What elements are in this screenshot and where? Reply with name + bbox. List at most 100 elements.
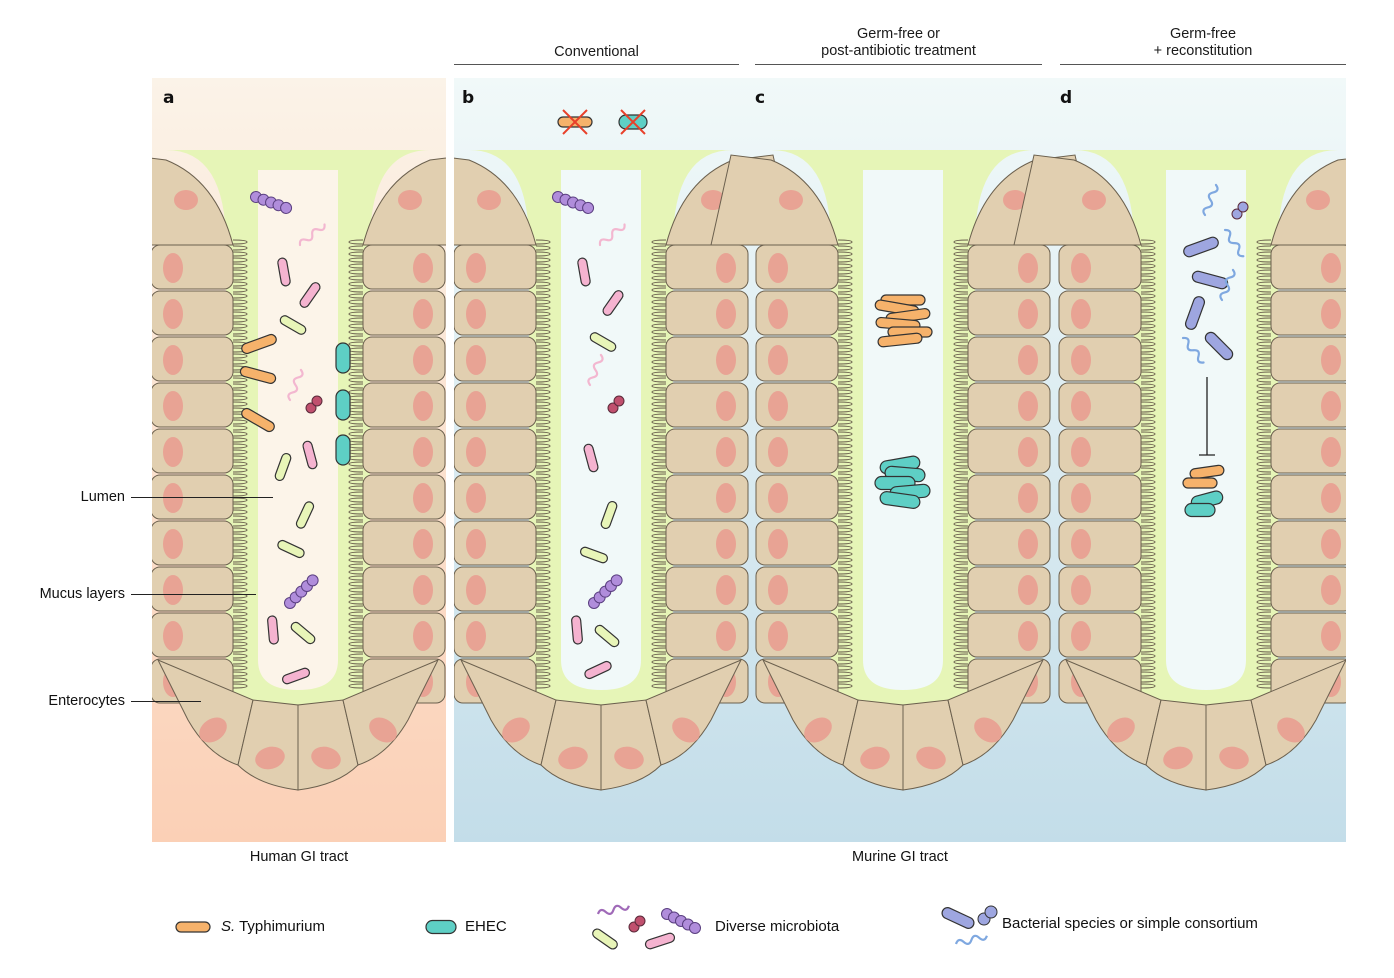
nucleus <box>716 437 736 467</box>
green-rod <box>277 539 305 559</box>
header-germ-free: Germ-free or post-antibiotic treatment <box>755 26 1042 60</box>
legend-label-salmonella-species: Typhimurium <box>235 918 325 935</box>
ehec-rod <box>335 434 351 466</box>
callout-mucus: Mucus layers <box>39 586 125 602</box>
diplococci <box>311 395 323 407</box>
legend-label-diverse: Diverse microbiota <box>715 918 840 935</box>
spirochete <box>287 368 304 402</box>
pink-rod <box>281 667 311 685</box>
streptococci <box>250 191 293 214</box>
salmonella-cluster-rod <box>877 332 923 348</box>
nucleus <box>974 717 1002 743</box>
enterocyte <box>947 659 1045 766</box>
human-crypt <box>152 150 446 791</box>
nucleus <box>1321 391 1341 421</box>
header-rule-conventional <box>454 64 739 65</box>
header-germ-free-line1: Germ-free or <box>857 26 940 42</box>
inhibition-arrow-icon <box>1199 377 1215 456</box>
legend-label-consortium: Bacterial species or simple consortium <box>1002 915 1258 932</box>
nucleus <box>1321 575 1341 605</box>
nucleus <box>558 746 588 770</box>
nucleus <box>413 345 433 375</box>
streptococci <box>588 574 623 609</box>
salmonella-rod <box>1182 477 1218 489</box>
nucleus <box>163 529 183 559</box>
consortium-spirochete <box>1219 268 1236 302</box>
lumen <box>863 170 943 690</box>
callout-lumen-line <box>131 497 273 498</box>
header-germ-free-line2: post-antibiotic treatment <box>821 43 976 59</box>
nucleus <box>768 575 788 605</box>
diplococci <box>613 395 625 407</box>
coccus <box>582 201 595 214</box>
nucleus <box>716 299 736 329</box>
pink-rod <box>277 257 291 287</box>
legend-ehec-icon <box>425 919 457 935</box>
green-rod <box>279 315 307 335</box>
nucleus <box>1321 529 1341 559</box>
header-rule-germ-free <box>755 64 1042 65</box>
nucleus <box>768 529 788 559</box>
nucleus <box>466 299 486 329</box>
diplococci <box>305 402 317 414</box>
callout-mucus-line <box>131 594 256 595</box>
microvilli <box>1256 239 1272 689</box>
nucleus <box>163 437 183 467</box>
header-conventional: Conventional <box>554 44 639 60</box>
nucleus <box>1018 345 1038 375</box>
nucleus <box>413 621 433 651</box>
legend-salmonella-icon <box>175 921 211 933</box>
coccus <box>306 574 319 587</box>
nucleus <box>1071 437 1091 467</box>
salmonella-rod <box>239 366 277 384</box>
microvilli <box>953 239 969 689</box>
pink-rod <box>267 615 279 645</box>
nucleus <box>1018 391 1038 421</box>
streptococci <box>284 574 319 609</box>
consortium-spirochete <box>1202 183 1219 217</box>
spirochete <box>298 223 326 247</box>
nucleus <box>1018 437 1038 467</box>
nucleus <box>1071 621 1091 651</box>
nucleus <box>716 621 736 651</box>
nucleus <box>163 253 183 283</box>
crypt-reconstitution <box>1013 150 1346 791</box>
legend-consortium-spirochete-icon <box>954 934 988 945</box>
nucleus <box>768 483 788 513</box>
pink-rod <box>577 257 591 287</box>
nucleus <box>163 621 183 651</box>
nucleus <box>1071 529 1091 559</box>
legend-label-salmonella: S. Typhimurium <box>221 918 325 935</box>
nucleus <box>701 190 725 210</box>
lumen <box>1166 170 1246 690</box>
callout-enterocytes: Enterocytes <box>48 693 125 709</box>
spirochete <box>598 223 626 247</box>
nucleus <box>413 253 433 283</box>
lumen <box>561 170 641 690</box>
nucleus <box>413 437 433 467</box>
consortium-rod <box>1184 296 1206 330</box>
green-rod <box>295 501 315 529</box>
diplococci <box>607 402 619 414</box>
murine-crypts <box>454 150 1346 791</box>
pink-rod <box>584 660 612 680</box>
nucleus <box>1071 483 1091 513</box>
legend-consortium-rod-icon <box>941 907 975 929</box>
nucleus <box>768 299 788 329</box>
nucleus <box>860 746 890 770</box>
consortium-spirochete <box>1181 336 1205 364</box>
legend-label-ehec: EHEC <box>465 918 507 935</box>
consortium-rod <box>1183 236 1219 258</box>
legend-streptococci-icon <box>689 922 701 934</box>
consortium-diplococci <box>1231 208 1243 220</box>
nucleus <box>1321 483 1341 513</box>
legend-pink-rod-icon <box>644 932 676 950</box>
panel-label-a: a <box>163 88 175 108</box>
nucleus <box>1163 746 1193 770</box>
enterocyte <box>1250 659 1346 766</box>
header-reconstitution: Germ-free + reconstitution <box>1060 26 1346 60</box>
microvilli <box>232 239 248 689</box>
legend-diplococci-icon <box>634 915 646 927</box>
nucleus <box>1071 299 1091 329</box>
nucleus <box>163 299 183 329</box>
